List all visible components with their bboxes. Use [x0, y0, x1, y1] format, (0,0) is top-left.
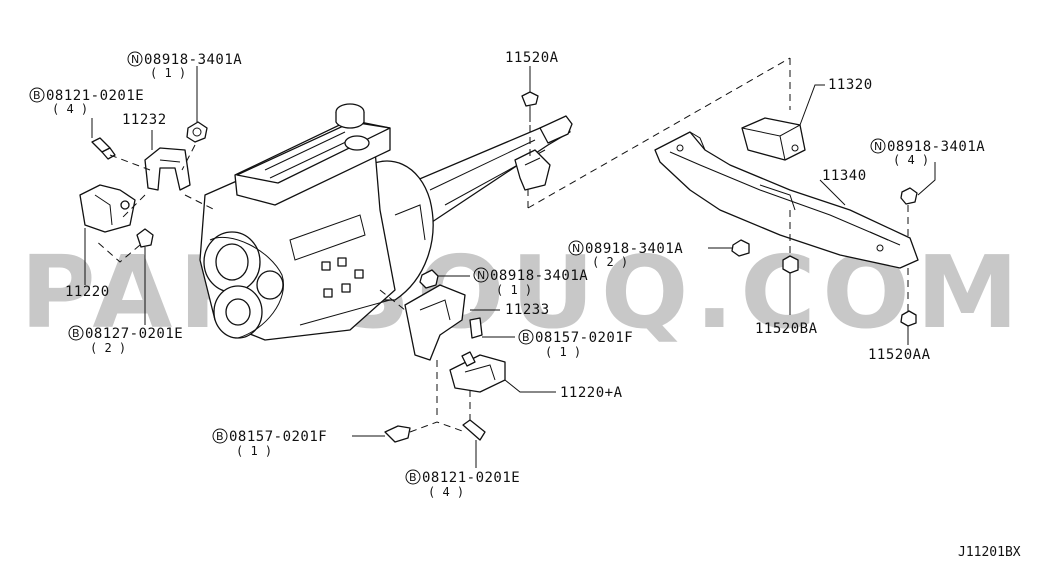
callout-quantity: ( 1 ) — [236, 444, 272, 458]
callout-quantity: ( 1 ) — [496, 283, 532, 297]
callout-part-number: 08918-3401A — [585, 241, 683, 257]
bolt-symbol-icon — [405, 469, 421, 485]
part-label-11520AA: 11520AA — [868, 347, 931, 363]
callout-prefix: B — [522, 331, 530, 344]
callout-prefix: B — [216, 430, 224, 443]
part-label-11340: 11340 — [822, 168, 867, 184]
diagram-reference-code: J11201BX — [958, 545, 1021, 560]
callout-prefix: N — [477, 269, 485, 282]
callout-part-number: 08121-0201E — [46, 88, 144, 104]
callout-prefix: N — [874, 140, 882, 153]
part-label-11520A: 11520A — [505, 50, 559, 66]
callout-prefix: N — [572, 242, 580, 255]
callout-quantity: ( 1 ) — [545, 345, 581, 359]
callout-n-center: N 08918-3401A ( 1 ) — [473, 267, 588, 297]
rear-bracket-assembly — [514, 57, 791, 209]
callout-n-right: N 08918-3401A ( 4 ) — [870, 138, 985, 167]
part-label-11220-A: 11220+A — [560, 385, 623, 401]
callout-prefix: N — [131, 53, 139, 66]
callout-prefix: B — [409, 471, 417, 484]
part-label-11233: 11233 — [505, 302, 550, 318]
part-label-11220: 11220 — [65, 284, 110, 300]
engine-transmission-illustration — [199, 103, 573, 341]
callout-b-mid-left: B 08127-0201E ( 2 ) — [68, 325, 183, 355]
callout-part-number: 08121-0201E — [422, 470, 520, 486]
callout-quantity: ( 2 ) — [90, 341, 126, 355]
leader-lines — [84, 66, 936, 468]
callout-part-number: 08157-0201F — [229, 429, 327, 445]
bolt-symbol-icon — [29, 87, 45, 103]
nut-symbol-icon — [473, 267, 489, 283]
callout-part-number: 08918-3401A — [490, 268, 588, 284]
left-mount-assembly — [79, 121, 216, 263]
callout-n-right-mid: N 08918-3401A ( 2 ) — [568, 240, 683, 269]
callout-b-left: B 08121-0201E ( 4 ) — [29, 87, 144, 116]
callout-b-center: B 08157-0201F ( 1 ) — [518, 329, 633, 359]
part-label-11232: 11232 — [122, 112, 167, 128]
bolt-symbol-icon — [212, 428, 228, 444]
callout-prefix: B — [33, 89, 41, 102]
callout-quantity: ( 4 ) — [428, 485, 464, 499]
callout-b-bottom: B 08121-0201E ( 4 ) — [405, 469, 520, 499]
callout-quantity: ( 2 ) — [592, 255, 628, 269]
nut-symbol-icon — [568, 240, 584, 256]
callout-n-top: N 08918-3401A ( 1 ) — [127, 51, 242, 80]
part-label-11320: 11320 — [828, 77, 873, 93]
nut-symbol-icon — [127, 51, 143, 67]
callout-quantity: ( 1 ) — [150, 66, 186, 80]
callout-part-number: 08918-3401A — [144, 52, 242, 68]
callout-part-number: 08157-0201F — [535, 330, 633, 346]
bolt-symbol-icon — [68, 325, 84, 341]
callout-part-number: 08127-0201E — [85, 326, 183, 342]
callout-b-bottom-left: B 08157-0201F ( 1 ) — [212, 428, 327, 458]
part-label-11520BA: 11520BA — [755, 321, 818, 337]
callout-prefix: B — [72, 327, 80, 340]
center-mount-assembly — [379, 269, 506, 443]
crossmember-assembly — [654, 117, 919, 327]
callout-quantity: ( 4 ) — [52, 102, 88, 116]
nut-symbol-icon — [870, 138, 886, 154]
callout-part-number: 08918-3401A — [887, 139, 985, 155]
callout-quantity: ( 4 ) — [893, 153, 929, 167]
bolt-symbol-icon — [518, 329, 534, 345]
